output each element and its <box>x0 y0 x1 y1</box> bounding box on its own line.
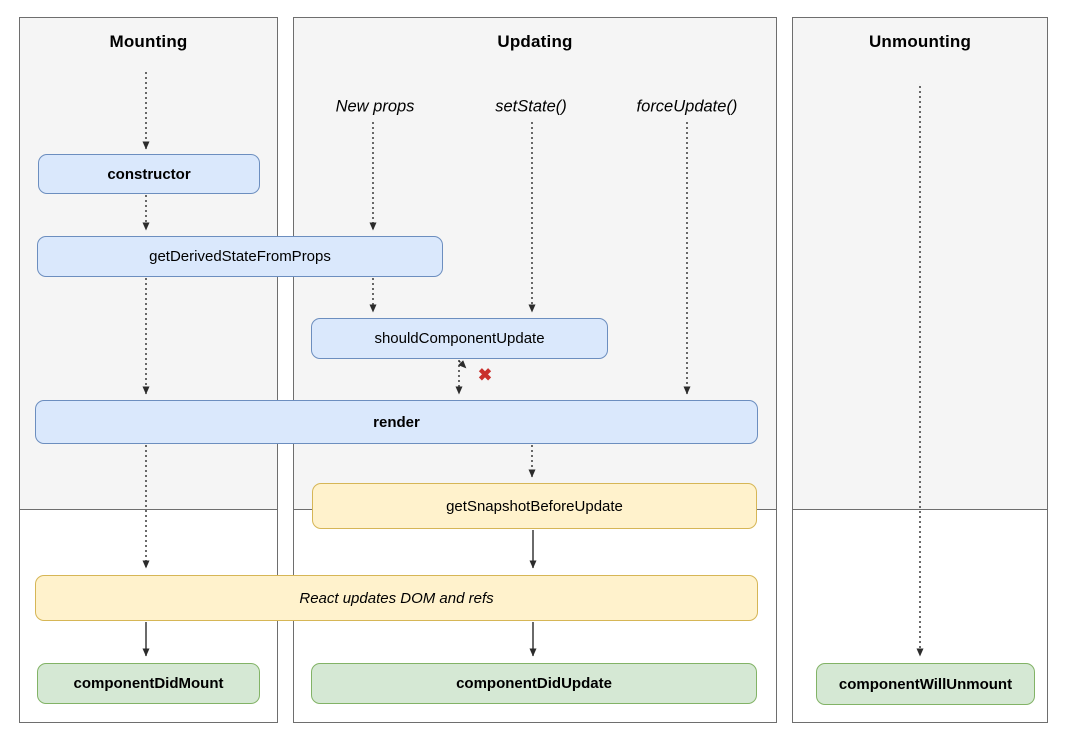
node-render: render <box>35 400 758 444</box>
unmounting-header: Unmounting <box>868 32 972 51</box>
node-constructor: constructor <box>38 154 260 194</box>
node-component-did-update: componentDidUpdate <box>311 663 757 704</box>
trigger-force-update: forceUpdate() <box>636 97 738 116</box>
node-component-will-unmount: componentWillUnmount <box>816 663 1035 705</box>
node-component-did-mount: componentDidMount <box>37 663 260 704</box>
updating-header: Updating <box>497 32 573 51</box>
panel-unmounting: Unmounting <box>792 17 1048 723</box>
node-get-derived-state-from-props: getDerivedStateFromProps <box>37 236 443 277</box>
node-get-snapshot-before-update: getSnapshotBeforeUpdate <box>312 483 757 529</box>
mounting-header: Mounting <box>109 32 188 51</box>
trigger-set-state: setState() <box>495 97 567 116</box>
unmounting-render-phase-area <box>793 18 1047 510</box>
no-update-x-icon: ✖ <box>477 365 493 385</box>
trigger-new-props: New props <box>335 97 415 116</box>
node-should-component-update: shouldComponentUpdate <box>311 318 608 359</box>
node-react-updates-dom: React updates DOM and refs <box>35 575 758 621</box>
